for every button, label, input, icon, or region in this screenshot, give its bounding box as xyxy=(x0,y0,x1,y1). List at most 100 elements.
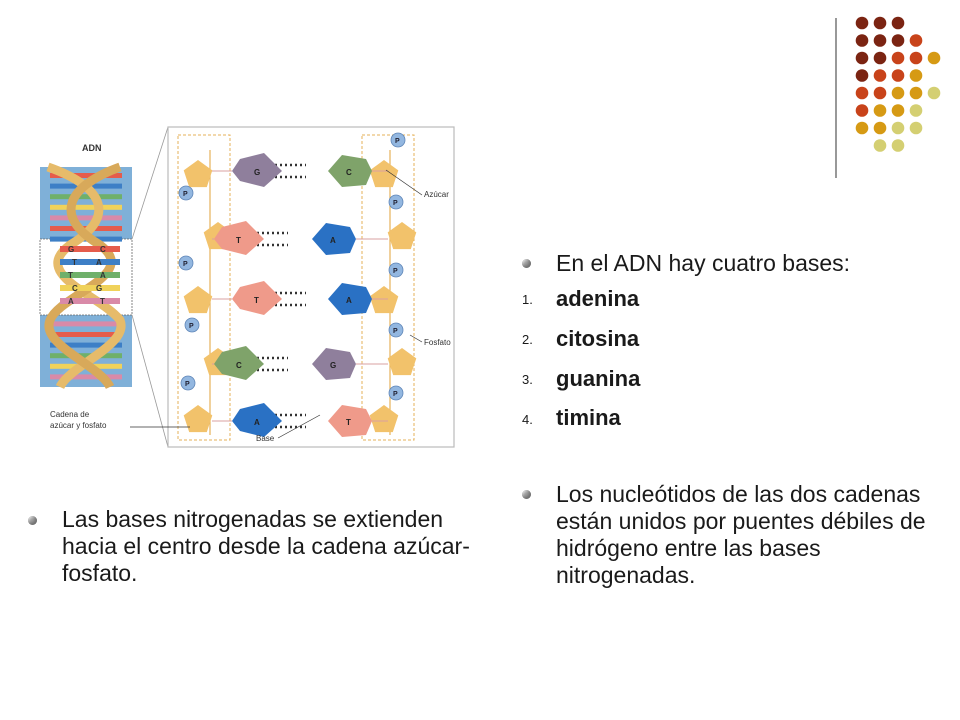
note-text: Los nucleótidos de las dos cadenas están… xyxy=(556,481,926,588)
sugar xyxy=(183,286,213,314)
sugar xyxy=(369,286,399,314)
base-right xyxy=(328,405,372,437)
phosphate xyxy=(388,322,404,338)
label-chain-2: azúcar y fosfato xyxy=(50,421,107,430)
phosphate-letter: P xyxy=(393,391,398,398)
decor-dot xyxy=(909,86,923,100)
phosphate xyxy=(180,375,196,391)
base-timina: timina xyxy=(556,405,621,430)
decor-dot xyxy=(891,104,905,117)
phosphate-letter: P xyxy=(395,138,400,145)
label-chain-1: Cadena de xyxy=(50,410,90,419)
decor-dot xyxy=(873,69,887,82)
helix-base-letter: T xyxy=(72,258,77,267)
phosphate-letter: P xyxy=(185,381,190,388)
base-right xyxy=(312,223,356,255)
base-letter: A xyxy=(330,236,336,245)
phosphate xyxy=(388,194,404,210)
base-guanina: guanina xyxy=(556,366,641,391)
base-letter: G xyxy=(254,168,260,177)
phosphate xyxy=(388,385,404,401)
phosphate-letter: P xyxy=(183,191,188,198)
label-base: Base xyxy=(256,434,275,443)
decor-dot xyxy=(909,34,923,47)
base-letter: A xyxy=(346,296,352,305)
decor-dot xyxy=(873,16,887,30)
dot-grid xyxy=(855,16,941,152)
base-citosina: citosina xyxy=(556,326,640,351)
phosphate xyxy=(178,255,194,271)
base-left xyxy=(232,153,282,187)
list-number: 1. xyxy=(522,292,533,307)
base-adenina: adenina xyxy=(556,286,640,311)
sugar xyxy=(369,405,399,433)
bullet-marker xyxy=(522,490,531,499)
decor-dot xyxy=(855,121,869,135)
phosphate-letter: P xyxy=(189,323,194,330)
decor-dot xyxy=(855,16,869,30)
decor-dot xyxy=(873,104,887,117)
phosphate-letter: P xyxy=(393,200,398,207)
left-bullet-text: Las bases nitrogenadas se extienden haci… xyxy=(62,506,470,586)
base-letter: T xyxy=(254,296,259,305)
corner-dot-pattern xyxy=(835,16,941,178)
base-left xyxy=(232,403,282,437)
list-number: 4. xyxy=(522,412,533,427)
helix-base-letter: G xyxy=(68,245,74,254)
phosphate xyxy=(178,185,194,201)
base-letter: C xyxy=(236,361,242,370)
list-number: 2. xyxy=(522,332,533,347)
decor-dot xyxy=(873,121,887,135)
phosphate-letter: P xyxy=(183,261,188,268)
decor-dot xyxy=(873,139,887,152)
helix-base-letter: A xyxy=(100,271,106,280)
label-phosphate: Fosfato xyxy=(424,338,451,347)
bullet-marker xyxy=(522,259,531,268)
base-right xyxy=(328,155,372,187)
phosphate-letter: P xyxy=(393,268,398,275)
decor-dot xyxy=(891,16,905,30)
sugar xyxy=(387,222,417,250)
decor-dot xyxy=(891,86,905,100)
zoom-panel xyxy=(167,126,455,448)
decor-dot xyxy=(855,69,869,82)
decor-dot xyxy=(927,51,941,65)
decor-dot xyxy=(873,34,887,47)
diagram-title: ADN xyxy=(82,143,102,153)
decor-dot xyxy=(873,86,887,100)
helix-base-letter: A xyxy=(96,258,102,267)
decor-dot xyxy=(909,121,923,135)
sugar xyxy=(183,405,213,433)
base-letter: G xyxy=(330,361,336,370)
base-letter: A xyxy=(254,418,260,427)
helix-base-letter: T xyxy=(68,271,73,280)
helix-base-letter: A xyxy=(68,297,74,306)
decor-dot xyxy=(891,51,905,65)
decor-dot xyxy=(909,104,923,117)
decor-dot xyxy=(909,51,923,65)
base-letter: C xyxy=(346,168,352,177)
bullet-marker xyxy=(28,516,37,525)
list-number: 3. xyxy=(522,372,533,387)
sugar xyxy=(369,160,399,188)
decor-dot xyxy=(891,139,905,152)
decor-dot xyxy=(855,104,869,117)
intro-text: En el ADN hay cuatro bases: xyxy=(556,250,851,276)
helix-base-letter: C xyxy=(72,284,78,293)
base-left xyxy=(232,281,282,315)
base-left xyxy=(214,346,264,380)
phosphate xyxy=(184,317,200,333)
phosphate xyxy=(388,262,404,278)
phosphate-letter: P xyxy=(393,328,398,335)
decor-dot xyxy=(873,51,887,65)
decor-dot xyxy=(855,51,869,65)
base-right xyxy=(328,283,372,315)
decor-dot xyxy=(855,34,869,47)
helix-base-letter: G xyxy=(96,284,102,293)
base-letter: T xyxy=(346,418,351,427)
phosphate xyxy=(390,132,406,148)
helix-base-letter: T xyxy=(100,297,105,306)
decor-dot xyxy=(909,69,923,82)
helix-base-letter: C xyxy=(100,245,106,254)
